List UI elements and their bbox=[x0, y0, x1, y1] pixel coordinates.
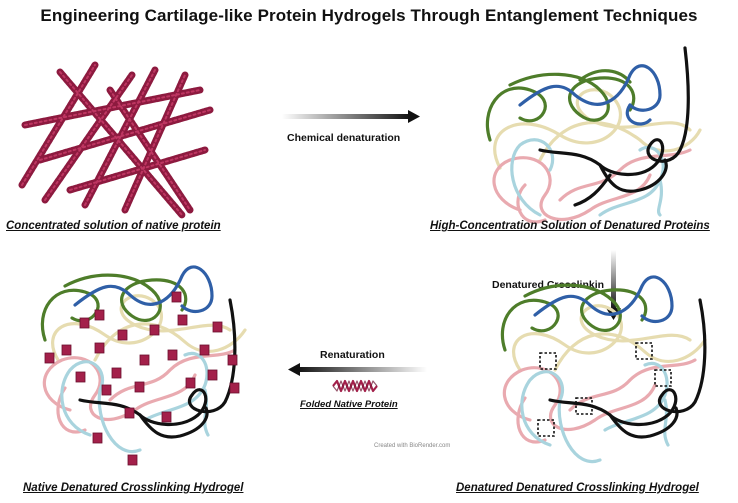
folded-native-protein-caption: Folded Native Protein bbox=[300, 399, 398, 410]
denatured-proteins-caption: High-Concentration Solution of Denatured… bbox=[430, 220, 710, 232]
renaturation-label: Renaturation bbox=[320, 349, 385, 361]
crosslinked-hydrogel-caption: Denatured Denatured Crosslinking Hydroge… bbox=[456, 482, 699, 494]
denaturation-label: Chemical denaturation bbox=[287, 132, 401, 144]
biorender-credit: Created with BioRender.com bbox=[374, 443, 451, 449]
figure-title: Engineering Cartilage-like Protein Hydro… bbox=[40, 6, 698, 25]
crosslinking-label: Denatured Crosslinkin bbox=[492, 279, 605, 291]
native-hydrogel-caption: Native Denatured Crosslinking Hydrogel bbox=[23, 482, 244, 494]
native-protein-caption: Concentrated solution of native protein bbox=[6, 220, 221, 232]
